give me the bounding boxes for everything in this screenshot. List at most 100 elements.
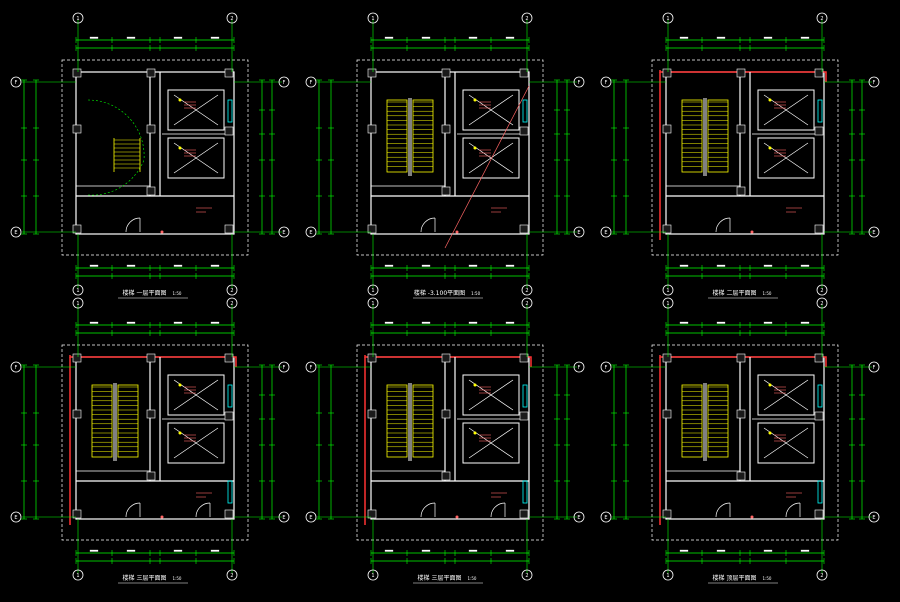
drawing-scale: 1:50	[762, 576, 772, 581]
grid-bubble	[521, 569, 533, 581]
grid-bubble	[10, 226, 22, 238]
grid-bubble-label: 2	[525, 301, 528, 307]
grid-bubble-label: F	[873, 80, 876, 86]
grid-bubble-label: 1	[666, 301, 669, 307]
drawing-scale: 1:50	[172, 291, 182, 296]
grid-bubble	[600, 511, 612, 523]
grid-bubble-label: F	[578, 365, 581, 371]
grid-bubble-label: F	[578, 80, 581, 86]
grid-bubble	[367, 12, 379, 24]
grid-bubble	[573, 361, 585, 373]
grid-bubble-label: 2	[820, 573, 823, 579]
grid-bubble-label: F	[310, 365, 313, 371]
drawing-title-1: 楼梯 一层平面图 1:50	[123, 288, 182, 297]
grid-bubble	[278, 361, 290, 373]
grid-bubble-label: 1	[371, 16, 374, 22]
grid-bubble-label: E	[282, 515, 285, 521]
grid-bubble	[816, 284, 828, 296]
grid-bubble	[868, 76, 880, 88]
drawing-title-text: 楼梯 三层平面图	[417, 575, 462, 582]
drawing-title-text: 楼梯 一层平面图	[122, 290, 167, 297]
grid-bubble-label: F	[283, 80, 286, 86]
grid-bubble-label: 2	[525, 573, 528, 579]
grid-bubble	[573, 76, 585, 88]
grid-bubble-label: 1	[371, 573, 374, 579]
grid-bubble	[662, 569, 674, 581]
grid-bubble-label: F	[310, 80, 313, 86]
grid-bubble	[868, 226, 880, 238]
grid-bubble-label: 2	[230, 301, 233, 307]
grid-bubble	[521, 12, 533, 24]
drawing-title-text: 楼梯 二层平面图	[712, 290, 757, 297]
grid-bubble	[72, 12, 84, 24]
grid-bubble	[367, 569, 379, 581]
grid-bubble-label: F	[605, 365, 608, 371]
grid-bubble-label: 1	[371, 288, 374, 294]
grid-bubble-label: 1	[76, 288, 79, 294]
grid-bubble	[816, 569, 828, 581]
drawing-title-5: 楼梯 三层平面图 1:50	[418, 573, 477, 582]
grid-bubble-label: E	[604, 230, 607, 236]
grid-bubble-label: 1	[76, 573, 79, 579]
grid-bubble-label: E	[14, 230, 17, 236]
grid-bubble	[816, 12, 828, 24]
grid-bubble-label: 2	[525, 16, 528, 22]
grid-bubble-label: 2	[230, 16, 233, 22]
grid-bubble	[305, 361, 317, 373]
grid-bubble-label: 2	[820, 16, 823, 22]
grid-bubble-label: 1	[666, 573, 669, 579]
grid-bubble-label: 2	[820, 301, 823, 307]
grid-bubble-label: F	[283, 365, 286, 371]
grid-bubble	[662, 12, 674, 24]
grid-bubble-label: 1	[371, 301, 374, 307]
grid-bubble	[226, 297, 238, 309]
grid-bubble	[72, 569, 84, 581]
grid-bubble	[10, 76, 22, 88]
grid-bubble-label: 1	[76, 16, 79, 22]
grid-bubble	[72, 297, 84, 309]
grid-bubble-label: 2	[820, 288, 823, 294]
grid-bubble	[573, 511, 585, 523]
grid-bubble-label: F	[15, 80, 18, 86]
grid-bubble	[72, 284, 84, 296]
grid-bubble-label: E	[309, 230, 312, 236]
grid-bubble	[10, 511, 22, 523]
grid-bubble-label: 1	[666, 16, 669, 22]
grid-bubble	[521, 297, 533, 309]
grid-bubble	[278, 511, 290, 523]
drawing-scale: 1:50	[172, 576, 182, 581]
drawing-title-text: 楼梯 -3.100平面图	[413, 290, 466, 297]
grid-bubble	[278, 226, 290, 238]
grid-bubble	[600, 361, 612, 373]
grid-bubble-label: 2	[525, 288, 528, 294]
grid-bubble	[10, 361, 22, 373]
grid-bubble-label: E	[309, 515, 312, 521]
grid-bubble	[367, 284, 379, 296]
grid-bubble-label: E	[872, 515, 875, 521]
grid-bubble-label: E	[604, 515, 607, 521]
grid-bubble	[816, 297, 828, 309]
drawing-title-2: 楼梯 -3.100平面图 1:50	[414, 288, 480, 297]
grid-bubble	[278, 76, 290, 88]
grid-bubble	[573, 226, 585, 238]
grid-bubble-label: F	[605, 80, 608, 86]
grid-bubble	[600, 226, 612, 238]
grid-bubble	[367, 297, 379, 309]
grid-bubble	[600, 76, 612, 88]
drawing-scale: 1:50	[467, 576, 477, 581]
grid-bubble	[868, 511, 880, 523]
grid-bubble	[662, 297, 674, 309]
grid-bubble-label: 2	[230, 288, 233, 294]
drawing-scale: 1:50	[471, 291, 481, 296]
grid-bubble-label: 1	[76, 301, 79, 307]
